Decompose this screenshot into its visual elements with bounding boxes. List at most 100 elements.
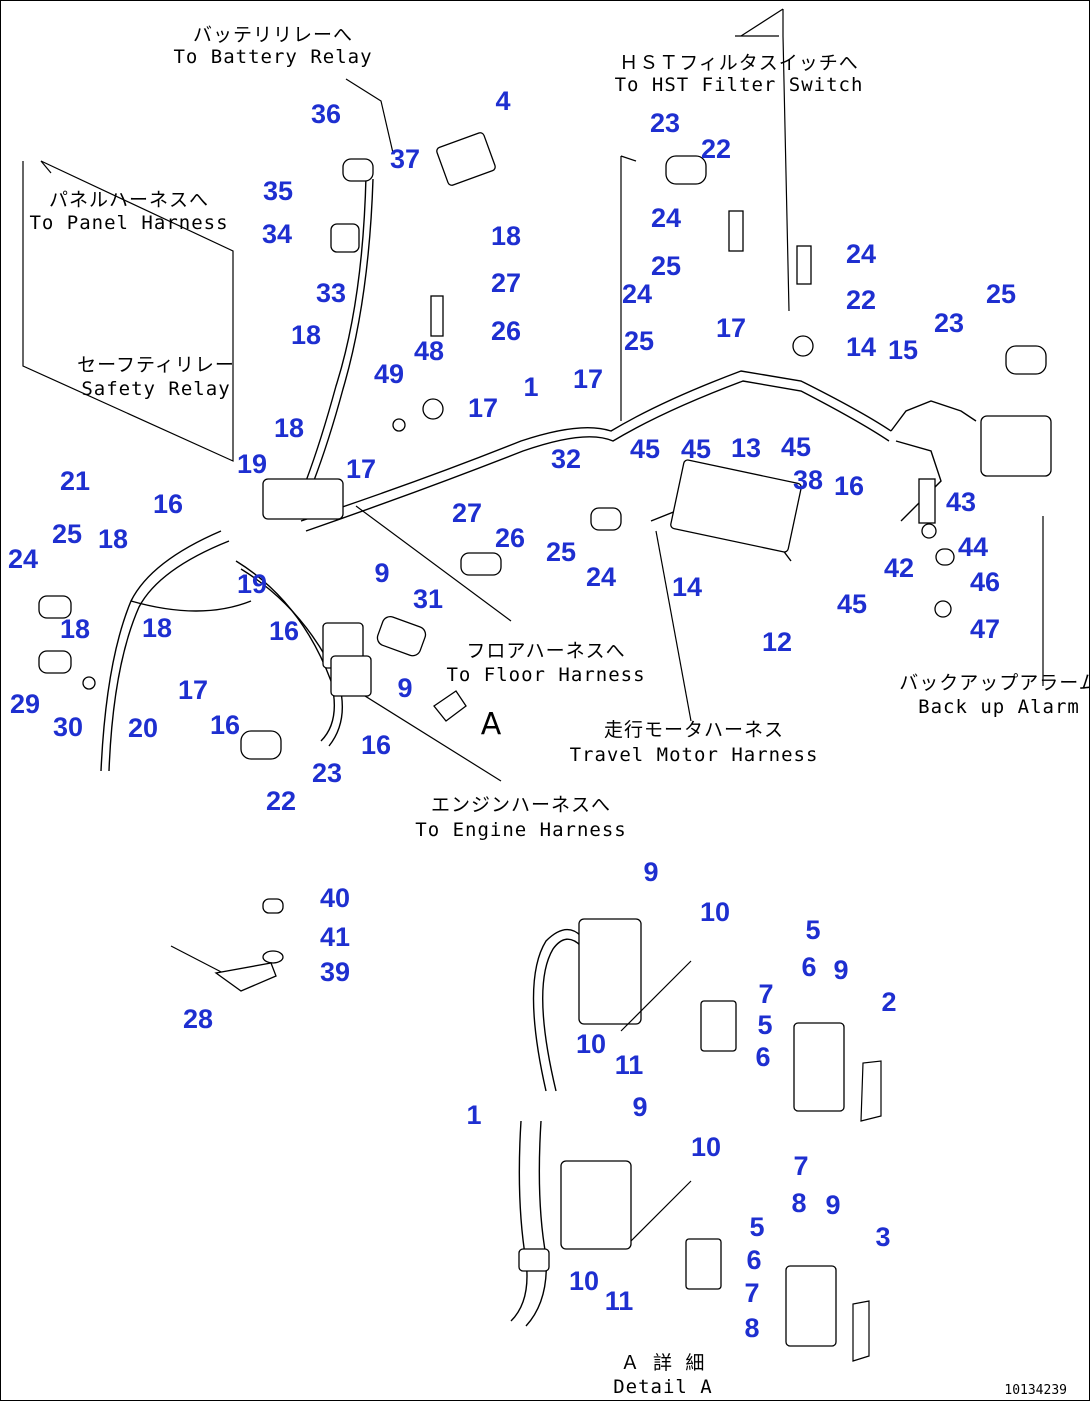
callout: 26: [495, 523, 525, 553]
plug-part-22c: [240, 730, 282, 760]
callout: 24: [8, 544, 38, 574]
callout: 12: [762, 627, 792, 657]
bolt-part-24c: [590, 507, 622, 531]
callout: 13: [731, 433, 761, 463]
callout: 24: [651, 203, 681, 233]
callout: 45: [630, 434, 660, 464]
callout: 11: [605, 1286, 634, 1316]
callout: 32: [551, 444, 581, 474]
connector-part-9-detail-c: [560, 1160, 632, 1250]
callout: 16: [269, 616, 299, 646]
callout: 46: [970, 567, 1000, 597]
callout: 7: [758, 979, 773, 1009]
terminal-part-31: [376, 615, 427, 657]
callout: 23: [934, 308, 964, 338]
connector-part-9-detail: [578, 918, 642, 1025]
clamp-detail: [518, 1248, 550, 1272]
callout: 9: [643, 857, 658, 887]
destination-en: Detail A: [613, 1376, 713, 1398]
destination-jp: Ａ 詳 細: [621, 1352, 706, 1374]
callout: 16: [834, 471, 864, 501]
cover-part-3: [852, 1300, 870, 1362]
plug-part-29: [38, 650, 72, 674]
callout: 26: [491, 316, 521, 346]
destination-en: To Battery Relay: [173, 46, 372, 68]
callout: 9: [374, 558, 389, 588]
plug-part-24d: [38, 595, 72, 619]
callout: 35: [263, 176, 293, 206]
connector-part-34: [330, 223, 360, 253]
destination-label-safety-relay: セーフティリレー Safety Relay: [77, 354, 234, 400]
destination-jp: エンジンハーネスへ: [431, 794, 611, 816]
callout: 21: [60, 466, 90, 496]
callout: 9: [825, 1190, 840, 1220]
callout: 22: [846, 285, 876, 315]
callout: 17: [716, 313, 746, 343]
callout: 44: [958, 532, 988, 562]
callout: 18: [291, 320, 321, 350]
callout: 45: [681, 434, 711, 464]
callout: 31: [413, 584, 443, 614]
washer-part-30: [82, 676, 96, 690]
bolt-part-48: [422, 398, 444, 420]
callout: 9: [632, 1092, 647, 1122]
cap-part-46: [935, 548, 955, 566]
callout: 11: [615, 1050, 644, 1080]
destination-label-panel-harness: パネルハーネスへ To Panel Harness: [29, 189, 227, 234]
callout: 25: [624, 326, 654, 356]
callout: 37: [390, 144, 420, 174]
bolt-part-24: [728, 210, 744, 252]
destination-en: To Engine Harness: [415, 819, 626, 841]
callout: 47: [970, 614, 1000, 644]
destination-label-detail-a: Ａ 詳 細 Detail A: [613, 1352, 713, 1398]
washer-part-49: [392, 418, 406, 432]
terminal-stack-detail: [700, 1000, 737, 1052]
destination-label-travel-motor-harness: 走行モータハーネス Travel Motor Harness: [570, 719, 819, 766]
connector-part-9-detail-b: [793, 1022, 845, 1112]
destination-en: Travel Motor Harness: [570, 744, 819, 766]
view-arrow-a: [433, 690, 467, 722]
callout: 22: [701, 134, 731, 164]
callout: 41: [320, 922, 350, 952]
callout: 40: [320, 883, 350, 913]
callout: 14: [672, 572, 702, 602]
destination-en: To Floor Harness: [446, 664, 645, 686]
callout: 16: [361, 730, 391, 760]
callout: 9: [397, 673, 412, 703]
callout: 45: [837, 589, 867, 619]
callout: 42: [884, 553, 914, 583]
callout: 1: [523, 372, 538, 402]
callout: 5: [805, 915, 820, 945]
callout: 48: [414, 336, 444, 366]
callout: 16: [210, 710, 240, 740]
callout: 6: [755, 1042, 770, 1072]
drawing-code: 10134239: [1004, 1383, 1067, 1398]
callout: 28: [183, 1004, 213, 1034]
callout: 18: [142, 613, 172, 643]
callout: 5: [757, 1010, 772, 1040]
callout: 8: [744, 1313, 759, 1343]
callout: 24: [846, 239, 876, 269]
callout: 30: [53, 712, 83, 742]
destination-label-engine-harness: エンジンハーネスへ To Engine Harness: [415, 794, 626, 841]
callout: 4: [495, 86, 510, 116]
callout: 10: [576, 1029, 606, 1059]
callout: 25: [52, 519, 82, 549]
terminal-stack-detail-b: [685, 1238, 722, 1290]
destination-label-hst-filter-switch: ＨＳＴフィルタスイッチへ To HST Filter Switch: [615, 52, 863, 96]
washer-part-44: [921, 523, 937, 539]
callout: 9: [833, 955, 848, 985]
callout: 17: [573, 364, 603, 394]
destination-label-battery-relay: バッテリリレーへ To Battery Relay: [173, 24, 372, 68]
view-marker-a: A: [481, 707, 502, 742]
washer-part-47: [934, 600, 952, 618]
bolt-part-26b: [460, 552, 502, 576]
callout: 18: [491, 221, 521, 251]
destination-label-back-up-alarm: バックアップアラーム Back up Alarm: [899, 672, 1090, 718]
destination-jp: パネルハーネスへ: [49, 189, 209, 211]
callout: 29: [10, 689, 40, 719]
detail-a-view: [510, 918, 882, 1362]
callout: 23: [650, 108, 680, 138]
callout: 18: [60, 614, 90, 644]
